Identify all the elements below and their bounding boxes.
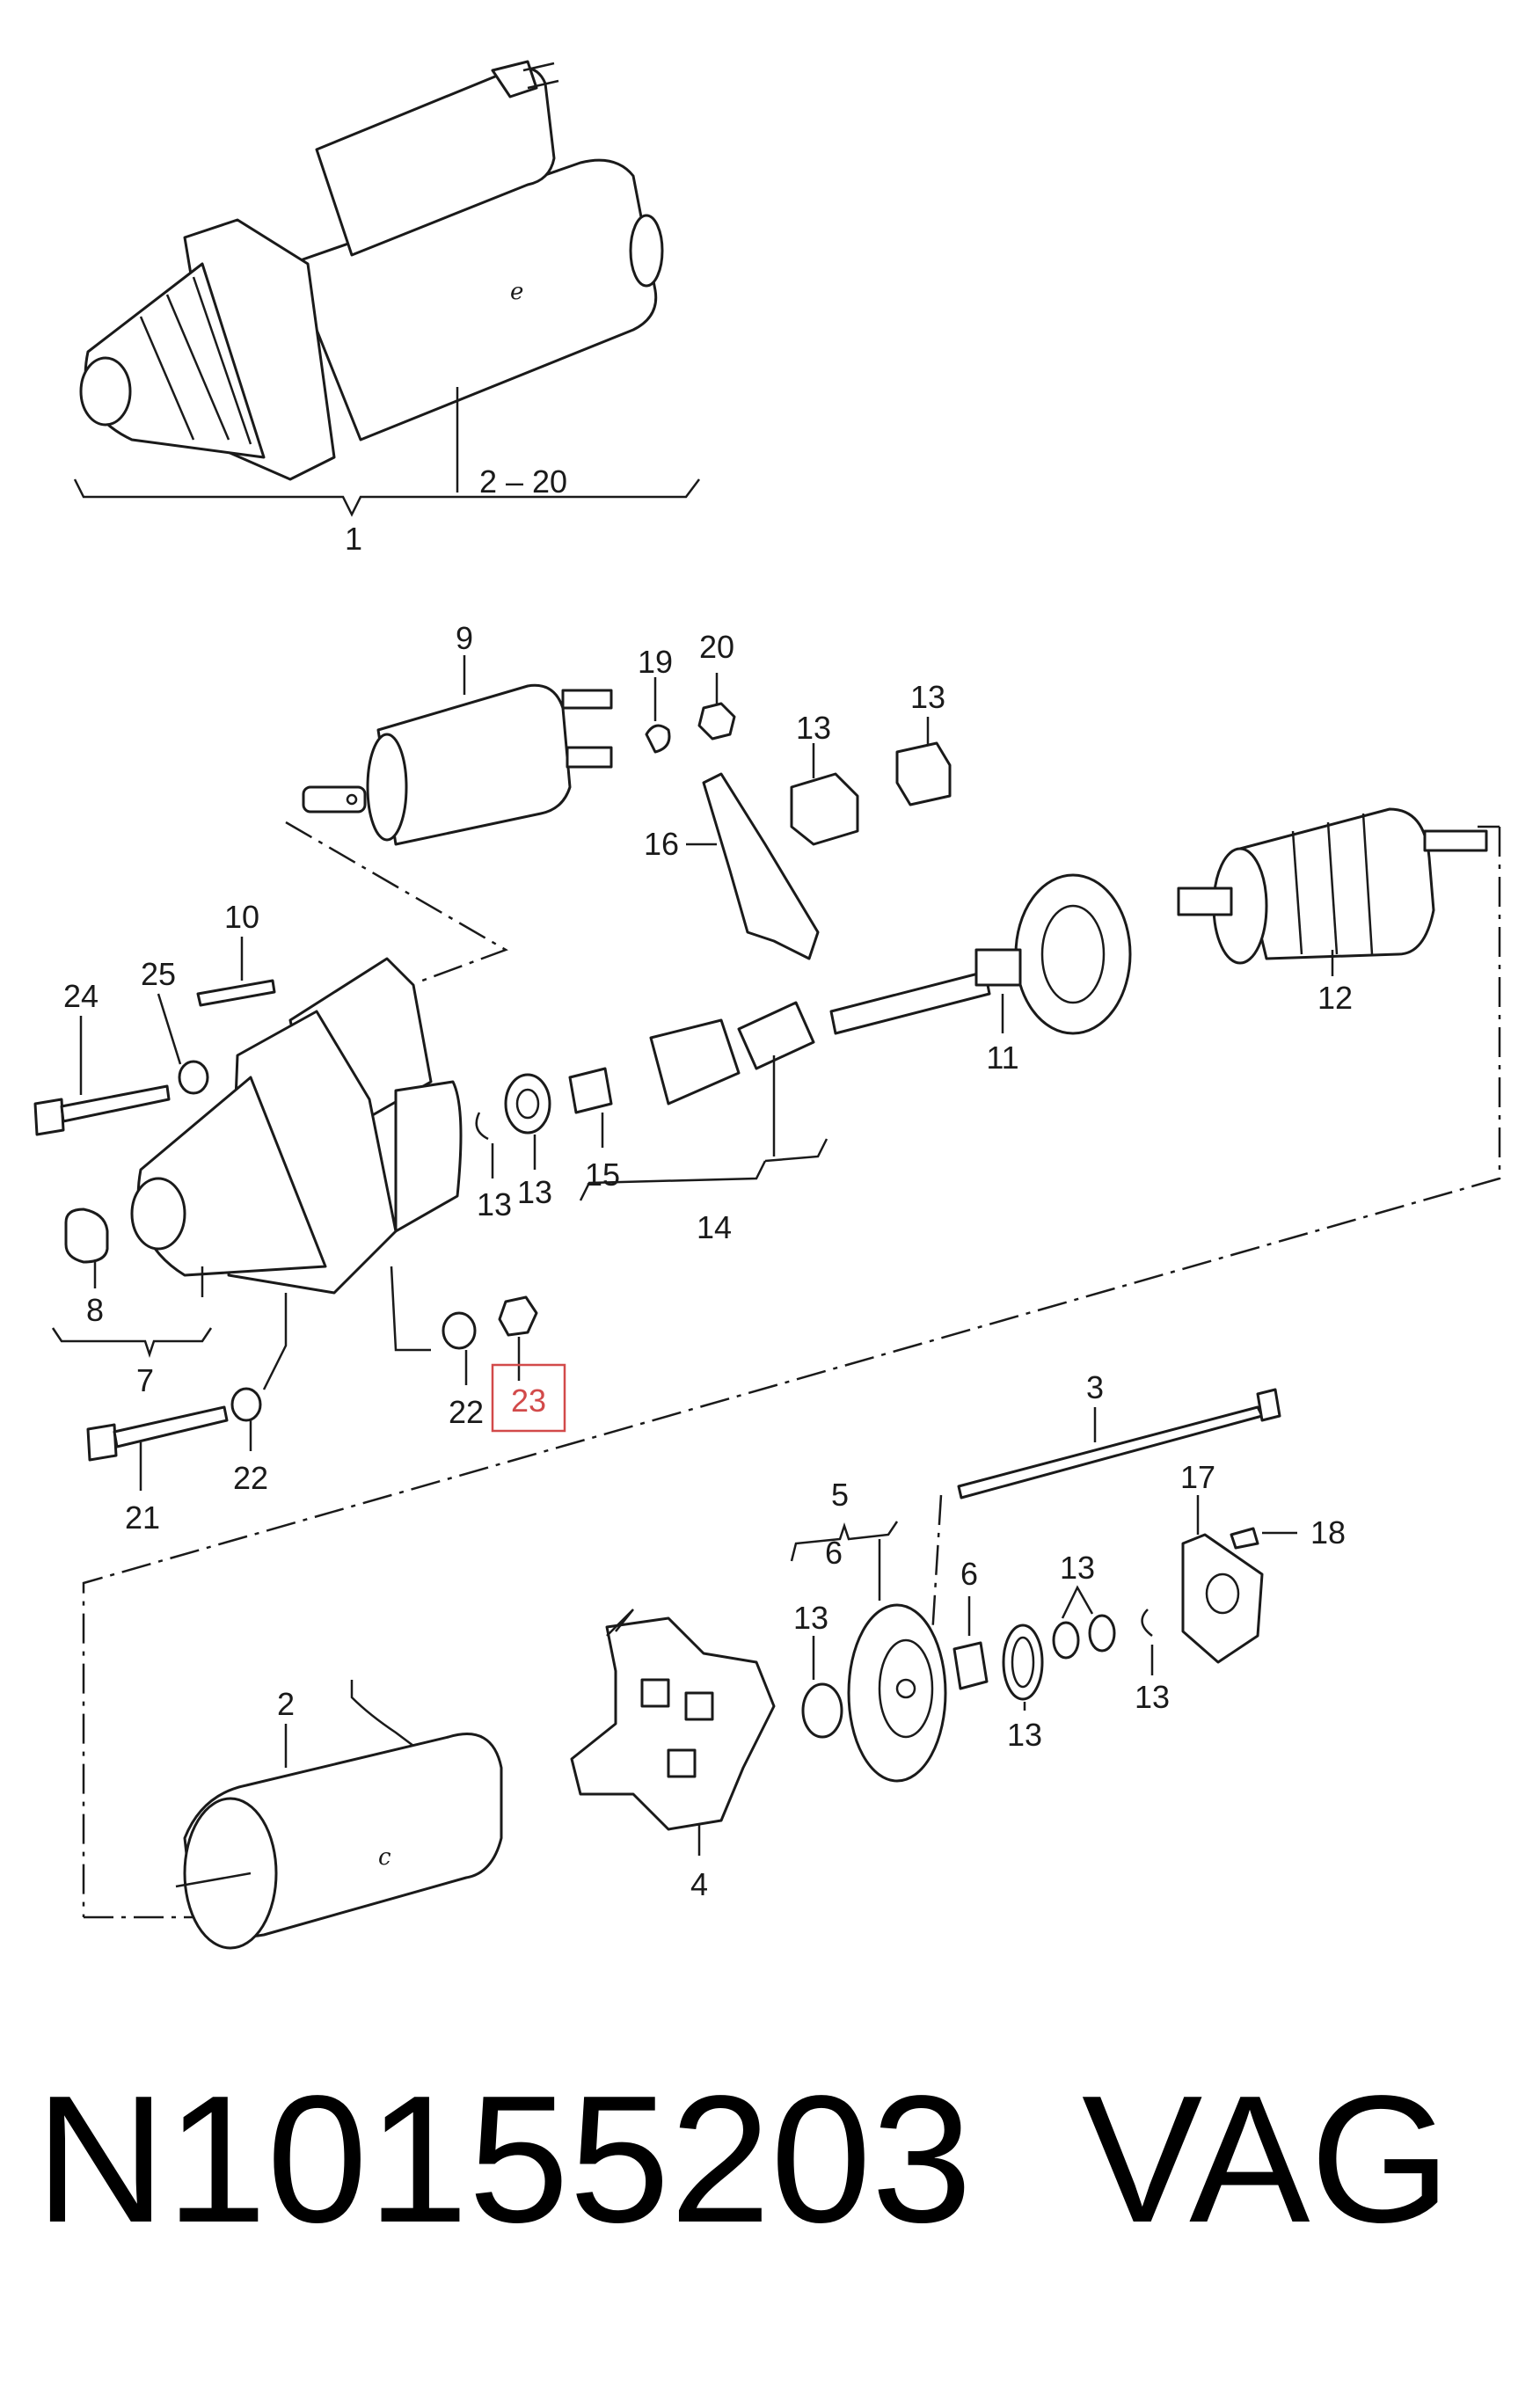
bolt-head-24 [33, 1098, 65, 1136]
callout-25: 25 [141, 956, 176, 992]
callout-13e: 13 [1007, 1717, 1042, 1753]
callout-14: 14 [697, 1209, 732, 1245]
callout-12: 12 [1317, 980, 1353, 1016]
callout-1: 1 [345, 521, 362, 557]
brush-plate-4 [570, 1609, 776, 1831]
callout-8: 8 [86, 1292, 104, 1328]
callout-19: 19 [638, 644, 673, 680]
screw-18 [1230, 1527, 1259, 1550]
callout-4: 4 [690, 1866, 708, 1902]
bolt-head-21 [86, 1423, 118, 1462]
highlight-frame [491, 1363, 566, 1433]
cap-17 [1181, 1533, 1264, 1664]
callout-20: 20 [699, 629, 734, 665]
callout-3: 3 [1086, 1369, 1104, 1405]
bearing-plate-11 [829, 873, 1132, 1035]
washer-22 [442, 1311, 477, 1350]
callout-15: 15 [585, 1157, 620, 1193]
seal-13 [1002, 1624, 1044, 1701]
bolt-24 [60, 1084, 171, 1123]
block-13 [895, 741, 952, 806]
callout-7: 7 [136, 1362, 154, 1398]
circlip-13 [475, 1112, 489, 1141]
holder-13 [790, 772, 859, 846]
callout-17: 17 [1180, 1459, 1215, 1495]
callout-24: 24 [63, 978, 99, 1014]
housing-mark: c [378, 1844, 391, 1871]
footer: N10155203 VAG [35, 2054, 1513, 2265]
callout-13a: 13 [796, 710, 831, 746]
callout-2-20: 2 – 20 [479, 463, 567, 500]
callout-16: 16 [644, 826, 679, 862]
assembled-starter-drawing: e [73, 60, 700, 517]
bushing-15 [568, 1067, 613, 1114]
callout-2: 2 [277, 1686, 295, 1722]
bolt-21 [113, 1405, 229, 1448]
bushing-8 [64, 1208, 109, 1264]
circlip-13b [1141, 1609, 1153, 1637]
solenoid-part [302, 683, 613, 846]
callout-10: 10 [224, 899, 259, 935]
callout-23-highlighted: 23 [511, 1383, 546, 1419]
callout-21: 21 [125, 1499, 160, 1536]
washer-22b [230, 1387, 262, 1422]
callout-5: 5 [831, 1477, 849, 1513]
washer-13a [1052, 1621, 1080, 1660]
washer-25 [178, 1060, 209, 1095]
callout-18: 18 [1310, 1514, 1346, 1551]
ring-13 [504, 1073, 551, 1135]
callout-6a: 6 [825, 1535, 843, 1571]
bushing-6 [952, 1641, 989, 1690]
part-number: N10155203 [35, 2058, 973, 2260]
callout-9: 9 [456, 620, 473, 656]
spring-washer-19 [645, 724, 671, 754]
end-cover-6 [847, 1603, 947, 1783]
callout-13c: 13 [477, 1186, 512, 1222]
screw-10 [196, 979, 276, 1007]
callout-22a: 22 [449, 1394, 484, 1430]
shift-lever-16 [702, 772, 820, 960]
pinion-14 [649, 1001, 815, 1105]
field-housing-2: c [175, 1680, 503, 1950]
callout-13g: 13 [1135, 1679, 1170, 1715]
nut-20 [697, 702, 736, 741]
callout-22b: 22 [233, 1460, 268, 1496]
drive-housing-7 [130, 957, 463, 1295]
through-bolt-3 [957, 1405, 1264, 1499]
washer-13b [1088, 1614, 1116, 1653]
brand-name: VAG [1082, 2058, 1451, 2260]
callout-13b: 13 [910, 679, 945, 715]
alignment-lines [82, 821, 1501, 1919]
callout-13h: 13 [793, 1600, 828, 1636]
nut-23 [498, 1295, 538, 1337]
callout-13d: 13 [517, 1174, 552, 1210]
callout-11: 11 [986, 1040, 1018, 1076]
motor-mark: e [510, 279, 523, 305]
bearing-13 [801, 1682, 843, 1739]
callout-6b: 6 [960, 1556, 978, 1592]
callout-13f: 13 [1060, 1550, 1095, 1586]
armature-12 [1177, 807, 1488, 965]
